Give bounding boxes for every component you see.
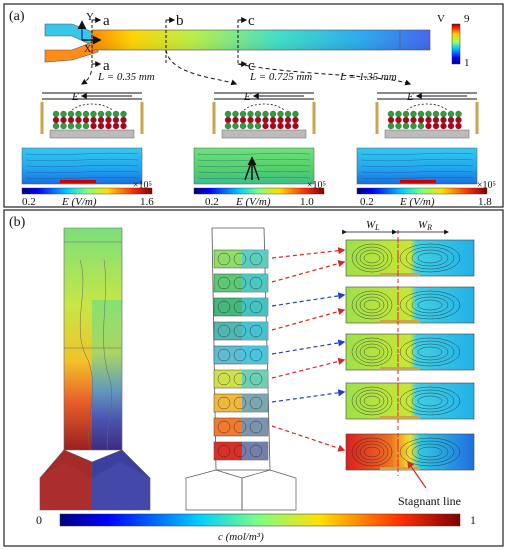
slice-arrows (271, 247, 346, 452)
connector-a (81, 63, 93, 85)
connector-c (237, 63, 412, 86)
efield-max-2: 1.0 (300, 196, 314, 208)
connector-b (165, 49, 238, 86)
efield-streamlines (25, 152, 474, 180)
slice (213, 393, 269, 413)
efield-unit-1: E (V/m) (61, 196, 97, 208)
slice-arrow (271, 357, 346, 379)
slice-arrow (271, 308, 346, 331)
length-label-2: L = 0.725 mm (249, 71, 312, 83)
schematic-3: E (375, 91, 479, 139)
stagnant-label: Stagnant line (398, 494, 461, 508)
cross-section-1 (345, 239, 475, 277)
efield-colorbar-3 (356, 187, 488, 195)
section-c-top: c (248, 13, 255, 29)
efield-min-1: 0.2 (22, 196, 36, 208)
slice-arrow (271, 292, 346, 307)
cross-section-panels (345, 230, 475, 476)
efield-max-1: 1.6 (140, 196, 154, 208)
section-a-bottom: a (103, 58, 110, 74)
slice-arrow (271, 247, 346, 259)
slice (213, 249, 269, 269)
stagnant-pointer (407, 460, 427, 489)
schematic-1: E (40, 91, 144, 139)
slice-arrow (271, 425, 346, 452)
slice-arrow (271, 389, 346, 403)
efield-colorbar-1 (21, 187, 153, 195)
field-symbol: E (71, 91, 79, 103)
colorbar-unit: c (mol/m³) (218, 531, 264, 543)
wr-label: WR (418, 219, 432, 232)
efield-min-2: 0.2 (205, 196, 219, 208)
efield-unit-2: E (V/m) (235, 196, 271, 208)
hotspot-3 (400, 180, 436, 183)
field-symbol: E (406, 91, 414, 103)
section-a-top: a (103, 13, 110, 29)
cross-section-3 (345, 333, 475, 371)
inlet-lower (44, 39, 99, 63)
efield-exp-1: ×10⁵ (133, 180, 152, 191)
schematic-2: E (212, 91, 316, 139)
3d-channel-left (39, 227, 151, 511)
slice-arrow (271, 260, 346, 283)
section-c-bottom: c (248, 58, 255, 74)
concentration-colorbar (59, 513, 461, 527)
y-axis-label: Y (86, 11, 94, 23)
slice (213, 321, 269, 341)
wl-label: WL (366, 219, 380, 232)
slice-arrow (271, 339, 346, 355)
section-b-top: b (176, 13, 184, 29)
slice (213, 441, 269, 461)
potential-max: 9 (464, 13, 470, 25)
potential-min: 1 (464, 57, 470, 69)
potential-colorbar (451, 23, 461, 65)
panel-b-label: (b) (9, 215, 26, 230)
efield-max-3: 1.8 (478, 196, 492, 208)
potential-unit: V (437, 13, 445, 25)
hotspot-1 (60, 180, 96, 183)
colorbar-min: 0 (36, 513, 42, 527)
slice (213, 297, 269, 317)
length-label-3: L = 1.35 mm (339, 71, 397, 83)
efield-min-3: 0.2 (360, 196, 374, 208)
length-label-1: L = 0.35 mm (97, 71, 155, 83)
panel-a-label: (a) (9, 9, 25, 24)
cross-section-2 (345, 286, 475, 324)
efield-exp-3: ×10⁵ (477, 180, 496, 191)
slice (213, 273, 269, 293)
3d-channel-middle (185, 227, 297, 511)
efield-colorbar-2 (193, 187, 325, 195)
efield-unit-3: E (V/m) (399, 196, 435, 208)
efield-exp-2: ×10⁵ (307, 180, 326, 191)
slice (213, 369, 269, 389)
slice (213, 345, 269, 365)
channel-shade (92, 30, 430, 50)
slice (213, 417, 269, 437)
field-symbol: E (243, 91, 251, 103)
cross-section-4 (345, 382, 475, 420)
x-axis-label: X (84, 44, 92, 55)
colorbar-max: 1 (470, 513, 476, 527)
